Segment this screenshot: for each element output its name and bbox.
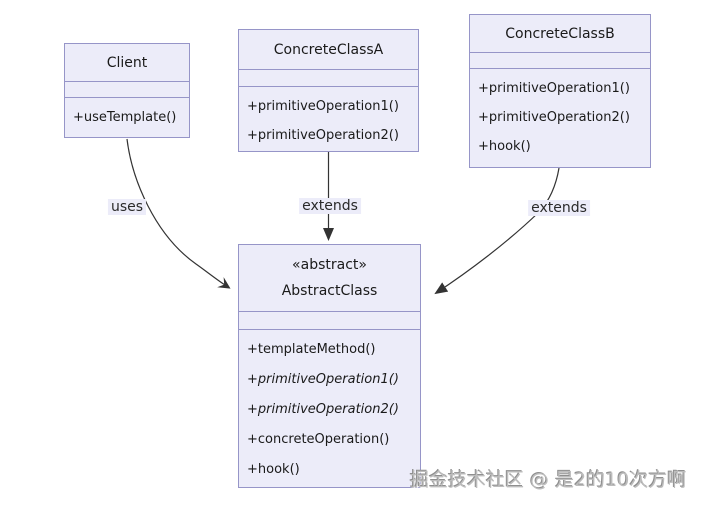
method-row: +primitiveOperation2() — [247, 402, 399, 417]
extends-edge-b — [434, 167, 560, 295]
class-title: ConcreteClassB — [470, 15, 650, 53]
method-row: +primitiveOperation1() — [247, 372, 399, 387]
class-title: «abstract» AbstractClass — [239, 245, 420, 312]
class-attributes-empty — [65, 82, 189, 98]
class-attributes-empty — [239, 312, 420, 330]
class-stereotype: «abstract» — [292, 257, 367, 273]
method-row: +templateMethod() — [247, 342, 376, 357]
edge-label-extends-b: extends — [528, 200, 590, 216]
class-box-client: Client +useTemplate() — [64, 43, 190, 138]
class-attributes-empty — [239, 70, 418, 87]
class-attributes-empty — [470, 53, 650, 69]
class-name: ConcreteClassA — [273, 41, 384, 58]
class-methods: +useTemplate() — [65, 98, 189, 132]
class-name: AbstractClass — [281, 283, 378, 299]
class-title: ConcreteClassA — [239, 30, 418, 70]
method-row: +primitiveOperation1() — [478, 81, 630, 96]
edge-label-uses: uses — [107, 199, 147, 215]
class-methods: +primitiveOperation1() +primitiveOperati… — [239, 87, 418, 150]
class-box-concrete-class-b: ConcreteClassB +primitiveOperation1() +p… — [469, 14, 651, 168]
method-row: +useTemplate() — [73, 110, 177, 125]
class-name: ConcreteClassB — [505, 25, 615, 42]
method-row: +concreteOperation() — [247, 432, 390, 447]
method-row: +primitiveOperation1() — [247, 99, 399, 114]
method-row: +primitiveOperation2() — [247, 128, 399, 143]
method-row: +primitiveOperation2() — [478, 110, 630, 125]
class-name: Client — [106, 54, 148, 71]
method-row: +hook() — [478, 139, 531, 154]
class-title: Client — [65, 44, 189, 82]
class-box-abstract-class: «abstract» AbstractClass +templateMethod… — [238, 244, 421, 488]
edge-label-extends-a: extends — [299, 198, 361, 214]
watermark: 掘金技术社区 @ 是2的10次方啊 — [410, 469, 687, 491]
class-methods: +templateMethod() +primitiveOperation1()… — [239, 330, 420, 485]
class-box-concrete-class-a: ConcreteClassA +primitiveOperation1() +p… — [238, 29, 419, 152]
method-row: +hook() — [247, 462, 300, 477]
class-methods: +primitiveOperation1() +primitiveOperati… — [470, 69, 650, 161]
